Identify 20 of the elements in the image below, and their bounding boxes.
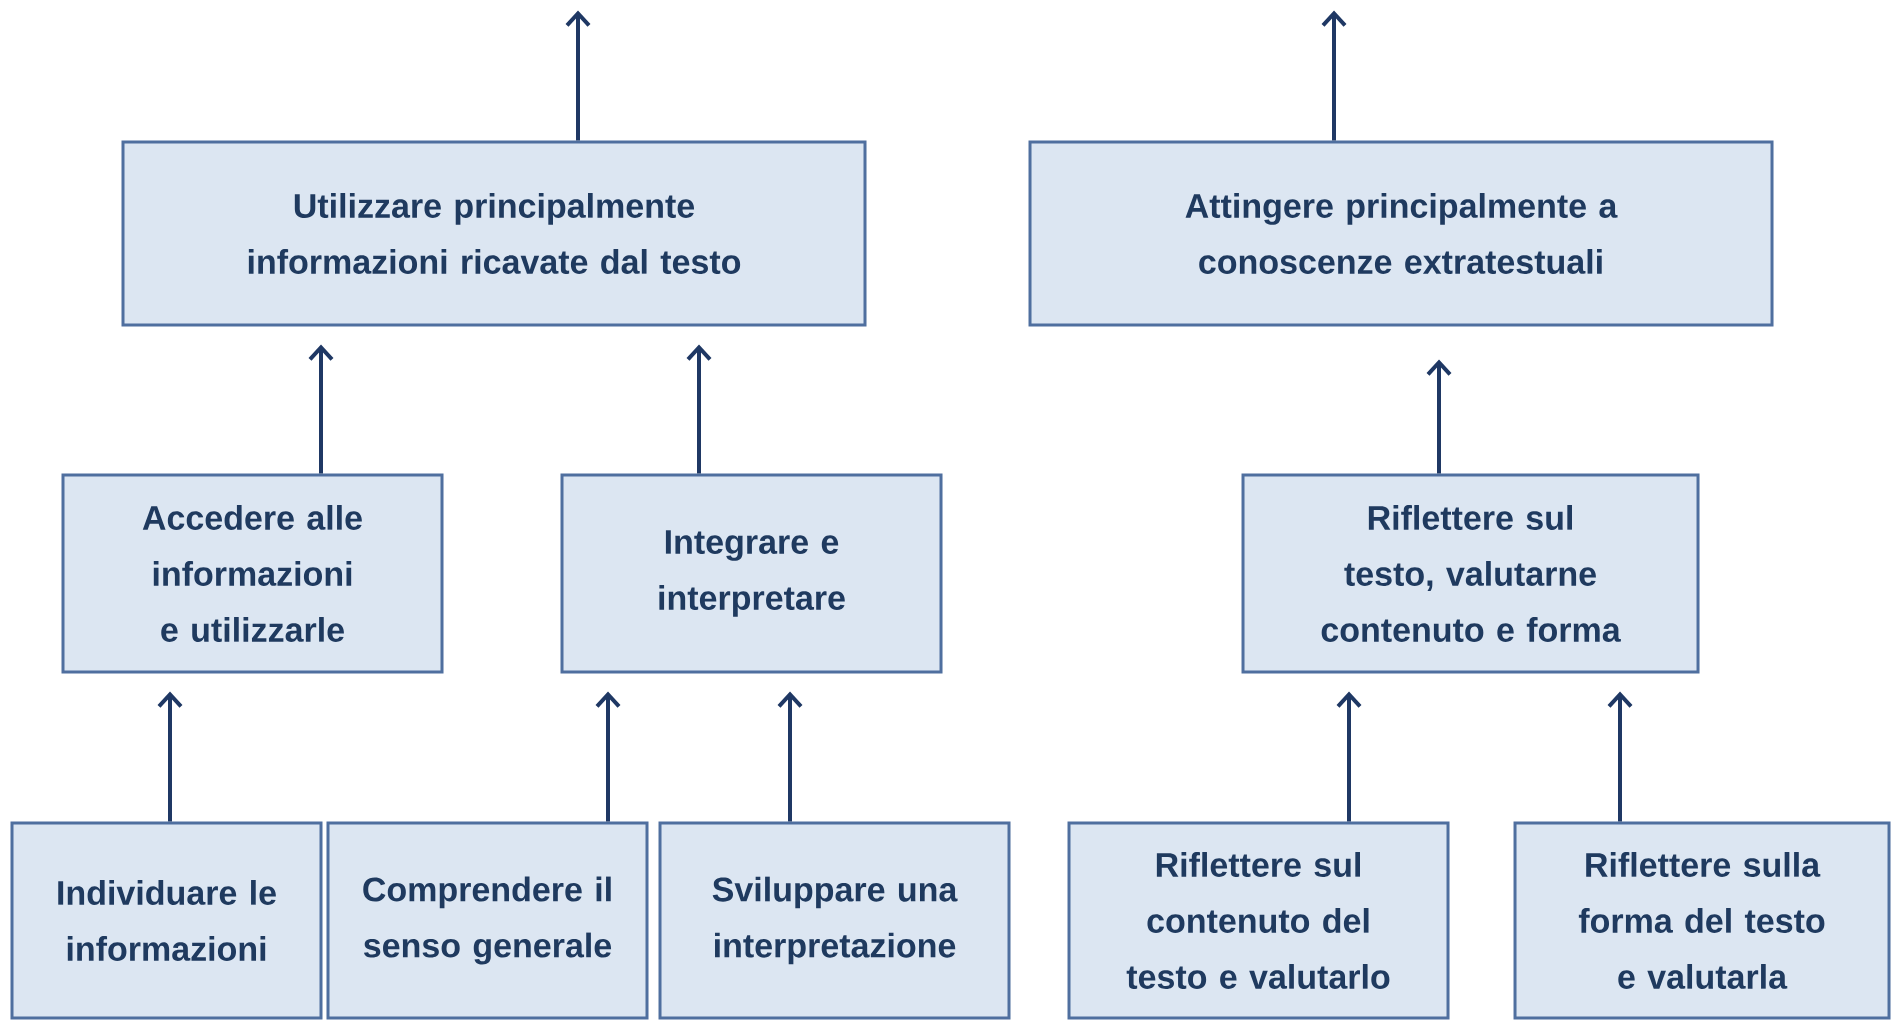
text-box: Integrare e interpretare (560, 473, 943, 674)
arrow (595, 691, 621, 822)
arrow (777, 691, 803, 822)
arrow (1607, 691, 1633, 822)
arrow (1336, 691, 1362, 822)
arrow (1321, 10, 1347, 141)
text-box: Comprendere il senso generale (326, 821, 649, 1020)
text-box: Riflettere sulla forma del testo e valutarla (1513, 821, 1891, 1020)
text-box: Riflettere sul testo, valutarne contenuto e forma (1241, 473, 1700, 674)
arrow (1426, 359, 1452, 474)
text-box: Accedere alle informazioni e utilizzarle (61, 473, 444, 674)
text-box: Individuare le informazioni (10, 821, 323, 1020)
arrow (686, 344, 712, 474)
arrow (308, 344, 334, 474)
text-box: Attingere principalmente a conoscenze extratestuali (1028, 140, 1774, 327)
arrow (565, 10, 591, 141)
text-box: Utilizzare principalmente informazioni ricavate dal testo (121, 140, 867, 327)
arrow (157, 691, 183, 822)
text-box: Sviluppare una interpretazione (658, 821, 1011, 1020)
text-box: Riflettere sul contenuto del testo e valutarlo (1067, 821, 1450, 1020)
